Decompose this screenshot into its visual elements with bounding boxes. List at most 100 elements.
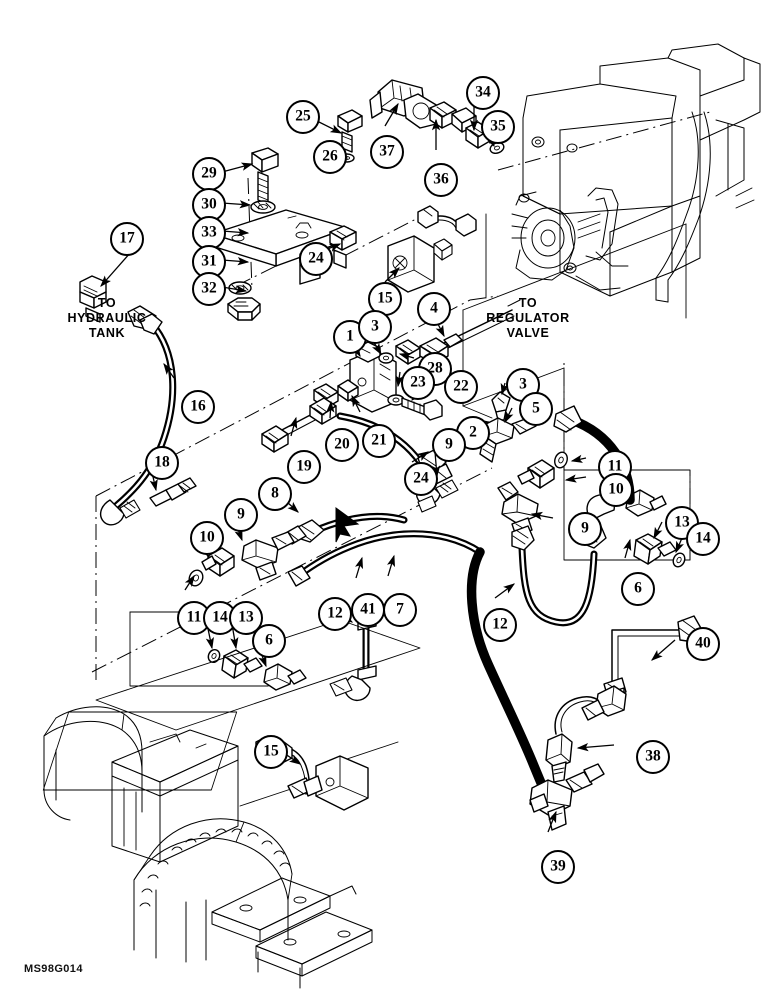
part-39-tee-fitting <box>529 763 605 831</box>
label-line: TO <box>518 296 538 310</box>
callout-20[interactable]: 20 <box>325 428 359 462</box>
hose-41-and-7 <box>287 507 484 587</box>
callout-33[interactable]: 33 <box>192 216 226 250</box>
part-28-fitting <box>395 339 421 365</box>
callout-38[interactable]: 38 <box>636 740 670 774</box>
callout-21[interactable]: 21 <box>362 424 396 458</box>
callout-15[interactable]: 15 <box>254 735 288 769</box>
callout-number: 23 <box>410 373 426 391</box>
callout-10[interactable]: 10 <box>599 473 633 507</box>
callout-41[interactable]: 41 <box>351 593 385 627</box>
callout-number: 30 <box>201 195 217 213</box>
callout-9[interactable]: 9 <box>224 498 258 532</box>
callout-40[interactable]: 40 <box>686 627 720 661</box>
callout-number: 15 <box>377 289 393 307</box>
label-to-regulator-valve: TO REGULATOR VALVE <box>468 296 588 341</box>
callout-14[interactable]: 14 <box>686 522 720 556</box>
callout-13[interactable]: 13 <box>229 601 263 635</box>
callout-number: 12 <box>327 604 343 622</box>
part-3-o-ring-right <box>491 391 511 421</box>
label-line: HYDRAULIC <box>67 311 147 325</box>
callout-number: 25 <box>295 107 311 125</box>
callout-number: 18 <box>154 453 170 471</box>
callout-10[interactable]: 10 <box>190 521 224 555</box>
part-10-connector-right <box>517 459 555 489</box>
callout-19[interactable]: 19 <box>287 450 321 484</box>
part-24-fitting-upper <box>329 225 357 269</box>
callout-36[interactable]: 36 <box>424 163 458 197</box>
callout-number: 41 <box>360 600 376 618</box>
callout-18[interactable]: 18 <box>145 446 179 480</box>
part-14-o-ring-right <box>672 552 686 568</box>
label-line: REGULATOR <box>486 311 570 325</box>
callout-number: 21 <box>371 431 387 449</box>
callout-8[interactable]: 8 <box>258 477 292 511</box>
part-22-capscrew <box>401 397 443 421</box>
callout-number: 20 <box>334 435 350 453</box>
part-30-washer <box>250 200 276 214</box>
label-to-hydraulic-tank: TO HYDRAULIC TANK <box>52 296 162 341</box>
callout-number: 34 <box>475 83 491 101</box>
part-31-washer <box>228 281 252 295</box>
part-38-pressure-switch <box>545 685 627 783</box>
callout-number: 14 <box>695 529 711 547</box>
callout-number: 7 <box>396 600 404 618</box>
callout-number: 26 <box>322 147 338 165</box>
callout-12[interactable]: 12 <box>318 597 352 631</box>
callout-24[interactable]: 24 <box>299 242 333 276</box>
part-29-capscrew <box>251 147 279 205</box>
part-9-tee-right <box>497 481 539 537</box>
callout-39[interactable]: 39 <box>541 850 575 884</box>
callout-number: 12 <box>492 615 508 633</box>
callout-number: 31 <box>201 252 217 270</box>
callout-9[interactable]: 9 <box>432 428 466 462</box>
callout-3[interactable]: 3 <box>358 310 392 344</box>
callout-number: 39 <box>550 857 566 875</box>
callout-6[interactable]: 6 <box>252 624 286 658</box>
callout-15[interactable]: 15 <box>368 282 402 316</box>
callout-number: 11 <box>186 608 202 626</box>
callout-number: 3 <box>371 317 379 335</box>
callout-34[interactable]: 34 <box>466 76 500 110</box>
callout-number: 16 <box>190 397 206 415</box>
callout-number: 9 <box>445 435 453 453</box>
callout-35[interactable]: 35 <box>481 110 515 144</box>
part-9-tee-left <box>241 531 295 581</box>
callout-number: 22 <box>453 377 469 395</box>
callout-37[interactable]: 37 <box>370 135 404 169</box>
callout-number: 40 <box>695 634 711 652</box>
callout-29[interactable]: 29 <box>192 157 226 191</box>
callout-4[interactable]: 4 <box>417 292 451 326</box>
callout-number: 36 <box>433 170 449 188</box>
callout-23[interactable]: 23 <box>401 366 435 400</box>
callout-number: 32 <box>201 279 217 297</box>
callout-32[interactable]: 32 <box>192 272 226 306</box>
part-11-o-ring-right <box>554 451 568 469</box>
callout-number: 1 <box>346 327 354 345</box>
callout-24[interactable]: 24 <box>404 462 438 496</box>
callout-25[interactable]: 25 <box>286 100 320 134</box>
callout-number: 6 <box>265 631 273 649</box>
callout-number: 5 <box>532 399 540 417</box>
part-6-adapter-left <box>263 663 307 691</box>
part-18-connector-fitting <box>149 477 197 507</box>
callout-16[interactable]: 16 <box>181 390 215 424</box>
callout-number: 15 <box>263 742 279 760</box>
callout-number: 33 <box>201 223 217 241</box>
callout-7[interactable]: 7 <box>383 593 417 627</box>
part-19-tube <box>261 397 337 453</box>
callout-number: 9 <box>237 505 245 523</box>
callout-number: 35 <box>490 117 506 135</box>
callout-17[interactable]: 17 <box>110 222 144 256</box>
callout-number: 24 <box>413 469 429 487</box>
callout-26[interactable]: 26 <box>313 140 347 174</box>
callout-6[interactable]: 6 <box>621 572 655 606</box>
part-11-o-ring-left <box>188 569 204 587</box>
callout-number: 19 <box>296 457 312 475</box>
callout-5[interactable]: 5 <box>519 392 553 426</box>
callout-22[interactable]: 22 <box>444 370 478 404</box>
callout-9[interactable]: 9 <box>568 512 602 546</box>
callout-12[interactable]: 12 <box>483 608 517 642</box>
callout-number: 2 <box>469 423 477 441</box>
